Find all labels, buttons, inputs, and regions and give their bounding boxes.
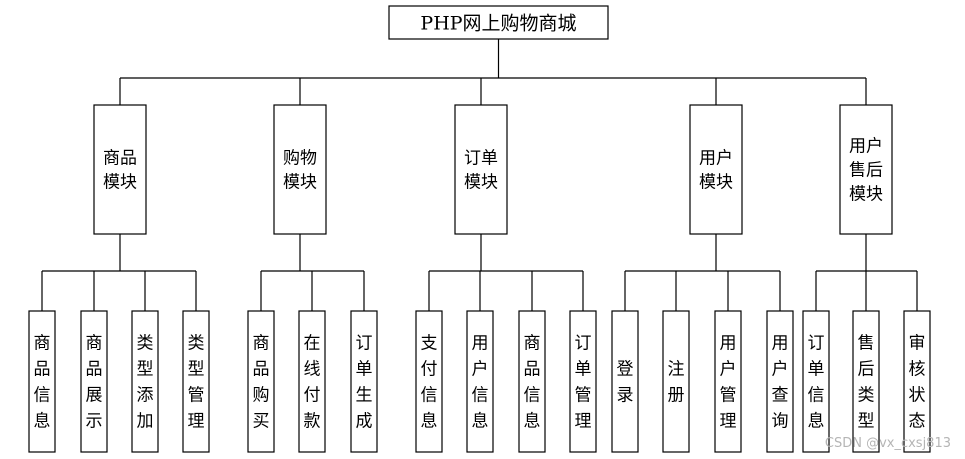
child-box: [569, 310, 597, 453]
child-box: [415, 310, 443, 453]
child-label: 商品购买: [253, 334, 270, 432]
child-box: [662, 310, 690, 453]
child-label: 售后类型: [858, 334, 875, 432]
module-label: 购物: [283, 149, 317, 169]
child-label: 在线付款: [304, 334, 321, 432]
child-label: 商品展示: [86, 334, 103, 432]
child-label: 订单生成: [356, 334, 373, 432]
child-box: [247, 310, 275, 453]
module-label: 用户: [849, 137, 883, 157]
module-label: 模块: [283, 173, 317, 193]
module-label: 商品: [103, 149, 137, 169]
child-label: 订单信息: [808, 334, 825, 432]
child-box: [518, 310, 546, 453]
root-box: [388, 5, 609, 40]
child-box: [903, 310, 931, 453]
module-box: [689, 104, 743, 235]
child-label: 注册: [668, 360, 685, 406]
module-label: 模块: [849, 185, 883, 205]
child-box: [80, 310, 108, 453]
module-label: 模块: [103, 173, 137, 193]
child-box: [611, 310, 639, 453]
child-label: 支付信息: [421, 334, 438, 432]
child-label: 审核状态: [909, 334, 926, 432]
child-label: 登录: [617, 360, 634, 406]
module-box: [454, 104, 508, 235]
root-label: PHP网上购物商城: [420, 13, 576, 35]
module-box: [273, 104, 327, 235]
module-label: 用户: [699, 149, 733, 169]
module-label: 订单: [464, 149, 498, 169]
child-box: [802, 310, 830, 453]
module-label: 模块: [699, 173, 733, 193]
child-box: [350, 310, 378, 453]
module-box: [839, 104, 893, 235]
child-label: 类型管理: [188, 334, 205, 432]
child-label: 商品信息: [524, 334, 541, 432]
child-label: 订单管理: [575, 334, 592, 432]
child-label: 用户查询: [772, 334, 789, 432]
module-label: 模块: [464, 173, 498, 193]
child-label: 用户信息: [472, 334, 489, 432]
child-label: 类型添加: [137, 334, 154, 432]
child-box: [466, 310, 494, 453]
child-box: [766, 310, 794, 453]
child-label: 用户管理: [720, 334, 737, 432]
csdn-watermark: CSDN @vx_cxsj813: [824, 436, 951, 451]
child-label: 商品信息: [34, 334, 51, 432]
child-box: [131, 310, 159, 453]
child-box: [852, 310, 880, 453]
child-box: [182, 310, 210, 453]
module-box: [93, 104, 147, 235]
child-box: [298, 310, 326, 453]
child-box: [714, 310, 742, 453]
child-box: [28, 310, 56, 453]
module-label: 售后: [849, 161, 883, 181]
